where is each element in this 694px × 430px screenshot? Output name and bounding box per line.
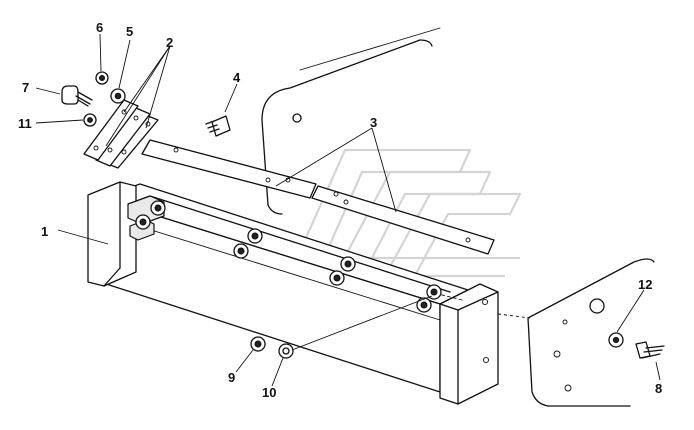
hinge-hole-icon [133,115,139,121]
nut-icon [340,256,356,272]
callout-11: 11 [18,116,32,131]
frame-large-hole-icon [589,298,605,314]
strip-plate-left [141,139,317,199]
hinge-hole-icon [107,147,113,153]
endplate-hole-icon [481,298,489,306]
leader-lines [35,33,661,387]
panel-hole-icon [292,113,302,123]
main-beam [87,181,499,405]
callout-12: 12 [638,277,652,292]
endplate-hole-icon [482,356,490,364]
strip-hole-icon [333,191,339,197]
bolt-part-8-icon [635,341,665,359]
washer-part-10-icon [278,343,294,359]
nut-icon [426,284,442,300]
frame-bolt-hole-icon [562,319,568,325]
callout-7: 7 [22,80,29,95]
callout-4: 4 [233,70,241,85]
nut-icon [135,214,151,230]
hinge-plates [83,99,159,169]
hinge-hole-icon [121,109,127,115]
strip-hole-icon [465,237,471,243]
callout-2: 2 [166,35,173,50]
nut-icon [150,200,166,216]
frame-small-hole-icon [564,384,572,392]
strip-hole-icon [343,199,349,205]
nut-icon [329,270,345,286]
strip-hole-icon [173,147,179,153]
callout-1: 1 [41,224,48,239]
hinge-hole-icon [121,149,127,155]
bolt-part-7-icon [61,85,93,107]
nut-part-9-icon [250,336,266,352]
nut-part-5-icon [110,88,126,104]
strip-plate-right [311,185,495,255]
cab-panel [261,27,441,215]
callout-3: 3 [370,115,377,130]
hinge-hole-icon [93,145,99,151]
callout-8: 8 [655,381,662,396]
callout-9: 9 [228,370,235,385]
callout-5: 5 [126,24,133,39]
frame-small-hole-icon [553,350,561,358]
callout-6: 6 [96,20,103,35]
frame-side-panel [527,258,655,407]
strip-hole-icon [265,177,271,183]
nut-part-6-icon [95,71,109,85]
washer-part-12-icon [608,332,624,348]
nut-icon [416,297,432,313]
nut-icon [233,243,249,259]
callout-10: 10 [262,385,276,400]
washer-part-11-icon [83,113,97,127]
nut-icon [247,228,263,244]
beam-nuts [135,200,442,313]
bolt-part-4-icon [205,115,231,137]
